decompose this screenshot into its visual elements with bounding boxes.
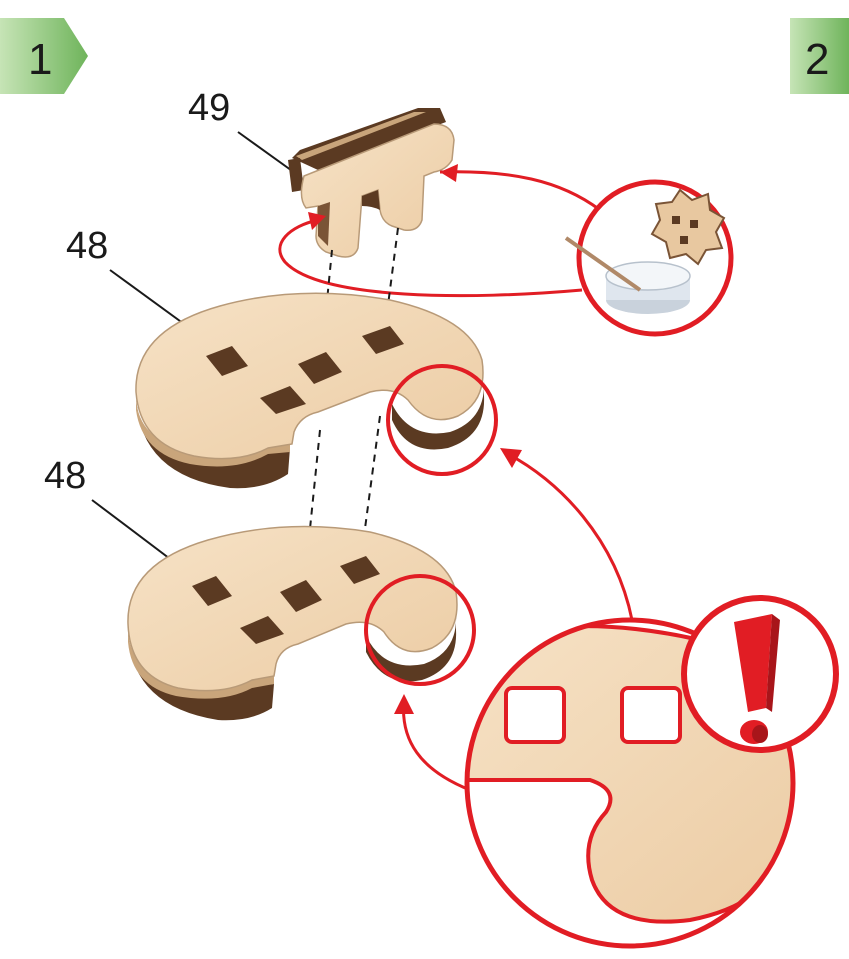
detail-arrow-upper <box>503 450 634 621</box>
exclamation-icon <box>734 614 780 744</box>
step-badge-1: 1 <box>0 18 88 94</box>
part-label-48-lower: 48 <box>44 455 86 497</box>
glue-callout <box>564 179 734 337</box>
step-badge-2: 2 <box>790 18 849 94</box>
glue-arrow-bottom <box>278 218 583 298</box>
part-label-48-upper: 48 <box>66 225 108 267</box>
detail-arrow-lower-head <box>394 694 414 714</box>
glue-pot-icon <box>564 236 691 314</box>
notch-highlight-upper <box>386 364 498 476</box>
step-number-2: 2 <box>805 35 829 84</box>
detail-arrow-upper-head <box>500 448 522 468</box>
glue-arrow-top <box>439 170 601 212</box>
notch-highlight-lower <box>364 574 476 686</box>
warning-callout <box>681 595 839 753</box>
step-number-1: 1 <box>28 35 52 84</box>
disc-piece-48-upper <box>135 292 485 489</box>
glue-arrow-top-head <box>440 164 458 182</box>
gear-piece-icon <box>650 188 726 266</box>
part-label-49: 49 <box>188 87 230 129</box>
glue-arrow-bottom-head <box>308 212 326 230</box>
connector-piece-49 <box>288 108 455 258</box>
disc-piece-48-lower <box>127 525 458 721</box>
